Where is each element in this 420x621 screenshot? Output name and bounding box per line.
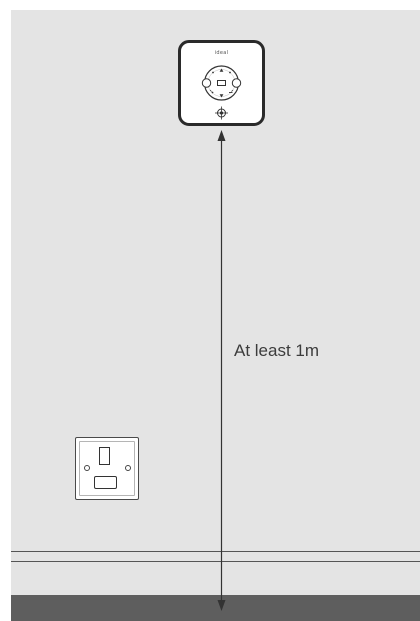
target-knob-icon	[215, 106, 228, 120]
screw-left-icon	[84, 465, 90, 471]
arrowhead-bottom	[217, 600, 226, 611]
screw-right-icon	[125, 465, 131, 471]
socket-switch	[99, 447, 110, 465]
down-arrow-icon	[219, 94, 224, 98]
boiler-controller-icon: ideal	[178, 40, 265, 126]
controller-face	[201, 65, 242, 120]
centre-display	[217, 80, 226, 86]
socket-inner-border	[79, 441, 135, 496]
arrowhead-top	[217, 130, 226, 141]
socket-outlet	[94, 476, 117, 489]
dial-icon	[201, 65, 242, 101]
right-knob	[231, 78, 242, 88]
skirting-board-bottom-line	[11, 561, 420, 562]
floor	[11, 595, 420, 621]
minimum-height-label: At least 1m	[234, 341, 320, 360]
up-arrow-icon	[219, 68, 224, 72]
left-knob	[201, 78, 212, 88]
wall-socket-icon	[75, 437, 139, 500]
device-brand-label: ideal	[214, 50, 229, 56]
skirting-board-top-line	[11, 551, 420, 552]
